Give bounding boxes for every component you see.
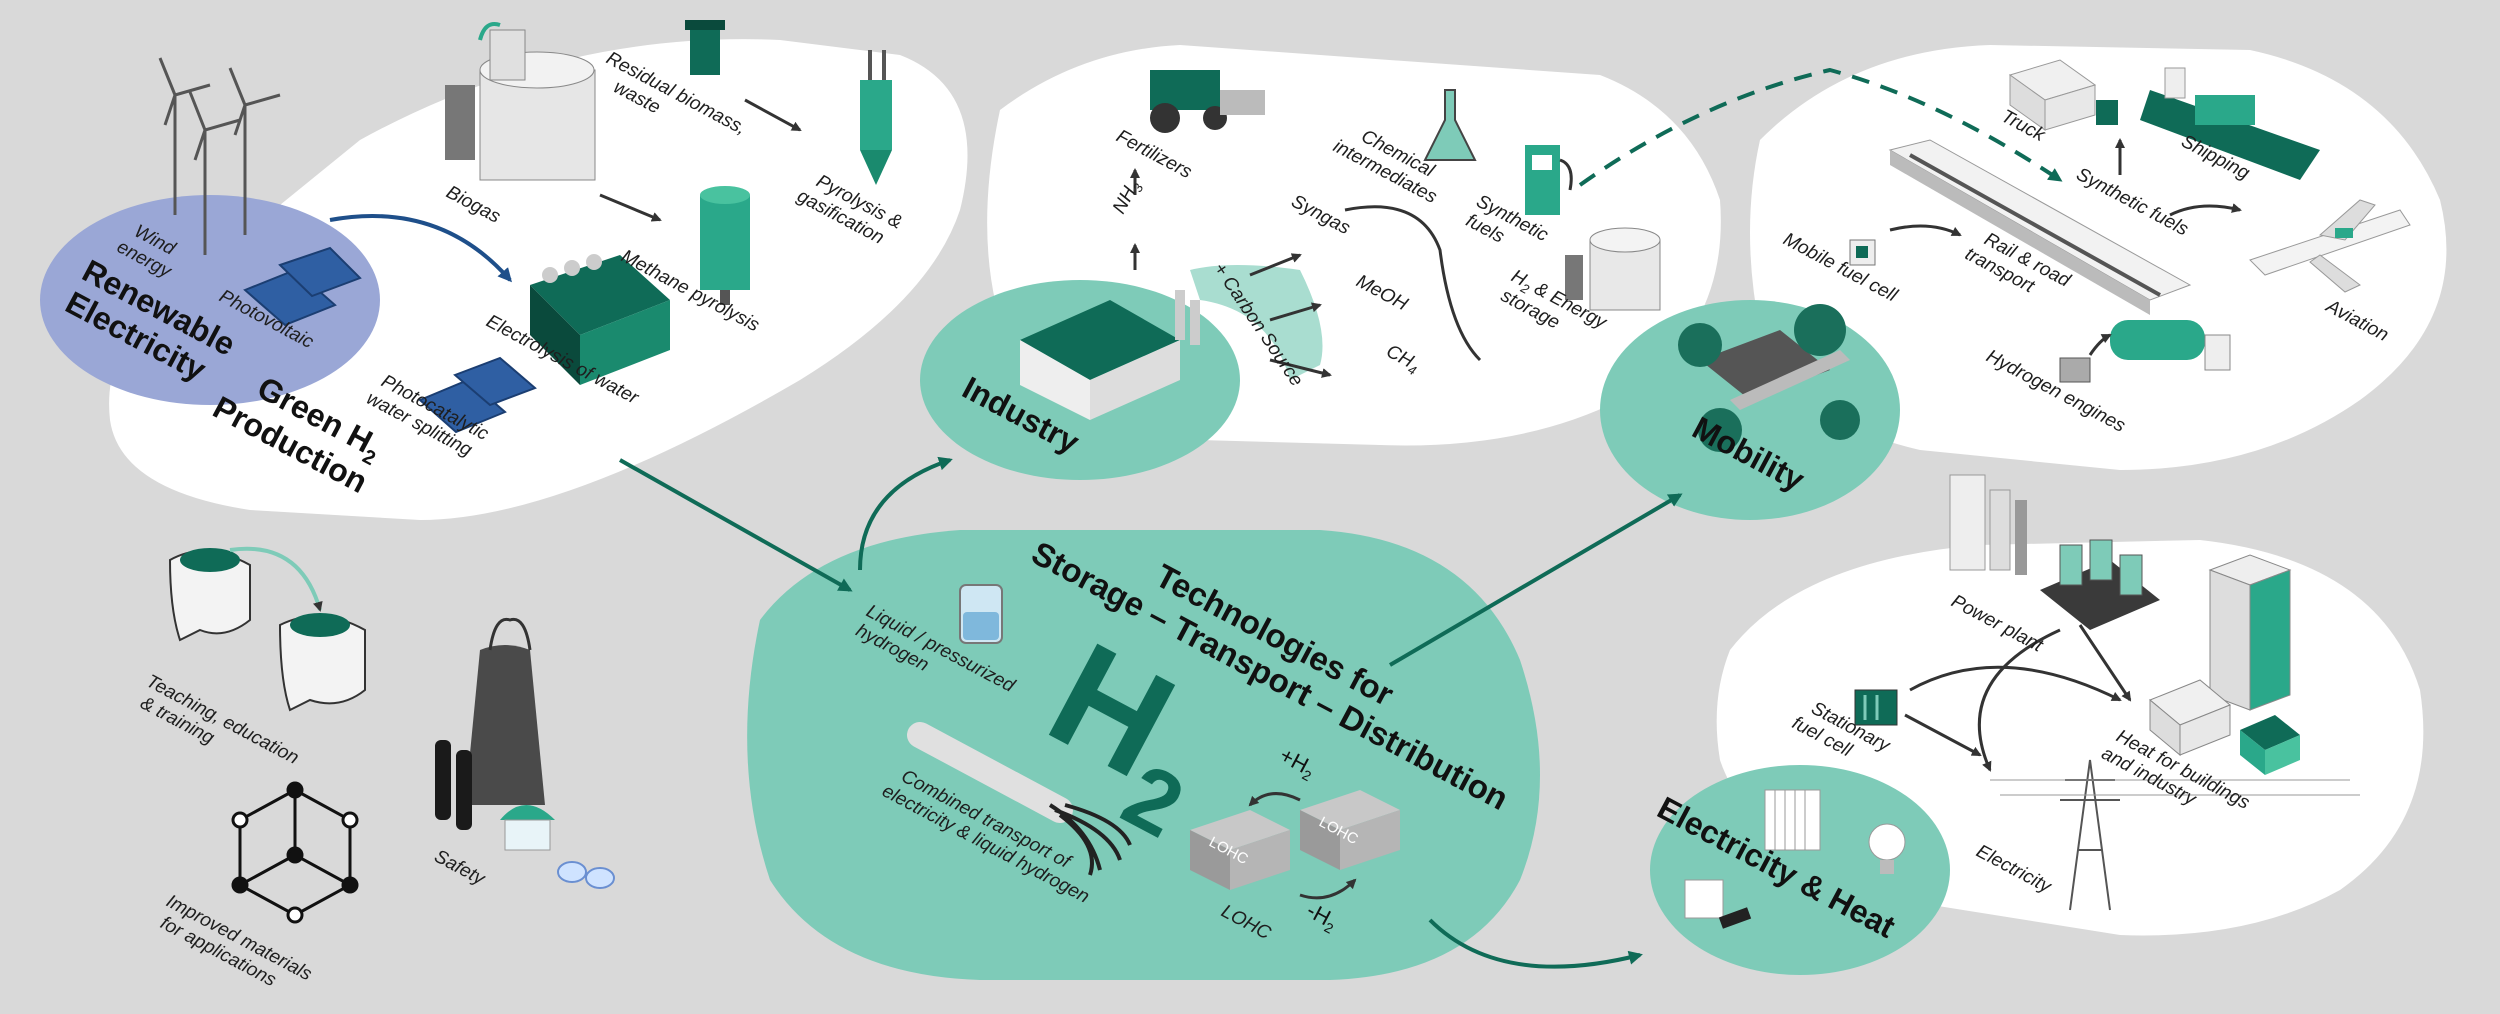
lohc-cycle-arrows [1248,792,1357,900]
factory-icon [1020,290,1200,420]
mobile-fuel-cell-icon [1849,239,1876,266]
houses-icon [2149,679,2300,775]
production-process-arrows [599,98,802,222]
apartment-building-icon [2208,554,2292,711]
liquid-hydrogen-beaker-icon [959,584,1003,644]
arrow-storage-to-power [1428,918,1643,969]
storage-tank-icon [1565,227,1661,311]
teaching-heads-icon [168,546,366,712]
airplane-icon [2249,199,2411,293]
stationary-fuel-cell-icon [1854,689,1898,726]
electrolyzer-icon [530,254,670,385]
pipeline-cable-icon [907,722,1132,876]
methane-pyrolysis-reactor-icon [700,186,750,305]
light-bulb-icon [1868,823,1906,874]
truck-icon [2008,59,2118,131]
arrow-renewable-to-electrolysis [329,214,512,283]
carbon-source-band [1190,265,1323,380]
power-process-arrows [1904,624,2132,772]
transmission-tower-icon [1990,759,2360,911]
lohc-container-right-icon [1300,790,1400,870]
arrow-synthetic-fuels-dashed [1578,67,2063,187]
flow-arrows [329,67,2063,969]
biogas-tank-icon [445,22,596,181]
arrow-storage-to-industry [858,456,953,571]
highway-junction-icon [1678,304,1860,452]
safety-equipment-icon [435,617,615,889]
lohc-container-left-icon [1190,810,1290,890]
radiator-icon [1764,789,1821,851]
production-panel [109,39,968,521]
solar-panels-icon [243,246,537,434]
flask-icon [1423,89,1477,161]
arrow-production-to-storage [619,458,853,592]
train-icon [1888,139,2192,315]
mobility-process-arrows [1889,138,2242,356]
ship-icon [2140,67,2320,180]
tanker-truck-icon [2110,320,2231,371]
power-socket-icon [1684,879,1752,929]
renewable-hub [40,195,380,405]
tractor-icon [1150,70,1265,133]
industry-process-arrows [1130,168,1482,378]
waste-bin-icon [685,20,725,75]
wind-turbines-icon [158,57,281,255]
power-plant-icon [1949,474,2160,630]
pyrolysis-reactor-icon [860,50,892,185]
fuel-pump-icon [1525,145,1573,215]
hydrogen-engine-icon [2059,357,2091,383]
arrow-storage-to-mobility [1388,493,1683,667]
molecule-lattice-icon [231,781,359,924]
